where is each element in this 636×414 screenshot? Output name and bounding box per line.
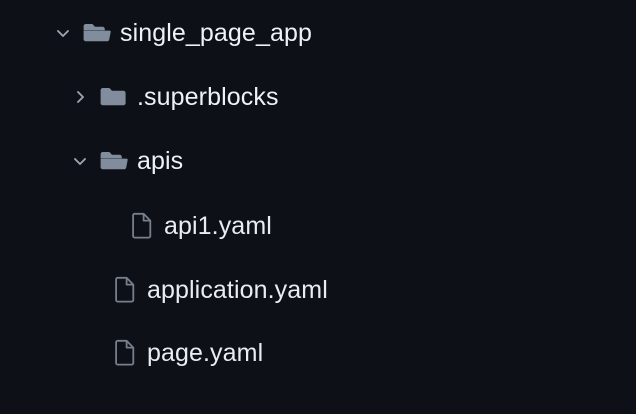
tree-item-application-yaml[interactable]: application.yaml (0, 268, 636, 312)
file-icon (130, 212, 156, 239)
tree-item-label: .superblocks (137, 82, 279, 111)
chevron-down-icon[interactable] (69, 150, 91, 172)
tree-item-label: single_page_app (120, 18, 312, 47)
tree-item-label: apis (137, 146, 184, 175)
tree-item-label: page.yaml (147, 338, 264, 367)
folder-closed-icon (99, 85, 129, 109)
tree-item-superblocks[interactable]: .superblocks (0, 75, 636, 119)
tree-item-single-page-app[interactable]: single_page_app (0, 11, 636, 55)
chevron-right-icon[interactable] (69, 86, 91, 108)
tree-item-api1-yaml[interactable]: api1.yaml (0, 204, 636, 248)
file-icon (113, 339, 139, 366)
folder-open-icon (82, 21, 112, 45)
file-icon (113, 276, 139, 303)
tree-item-label: application.yaml (147, 275, 328, 304)
tree-item-label: api1.yaml (164, 211, 272, 240)
chevron-down-icon[interactable] (52, 22, 74, 44)
tree-item-page-yaml[interactable]: page.yaml (0, 331, 636, 375)
folder-open-icon (99, 149, 129, 173)
tree-item-apis[interactable]: apis (0, 139, 636, 183)
